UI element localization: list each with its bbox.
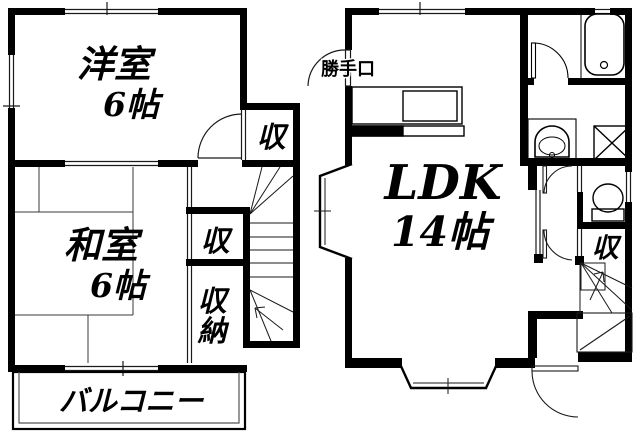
room-washitsu-label: 和室 [64,223,144,267]
storage-label-line1: 収 [197,284,230,318]
bathtub [584,13,625,76]
bathroom-door [530,42,569,79]
toilet [591,183,625,222]
floor2-windows [3,2,247,376]
room-washitsu-size: 6帖 [90,266,151,305]
room-ldk-label: LDK [382,155,503,211]
entrance-storage [576,312,633,353]
fusuma-yoshitsu-washitsu [65,160,158,167]
closet-mid-label: 収 [200,224,233,258]
stairs-2f-arrow [254,306,284,331]
floor1-windows [379,2,632,256]
window-kitchen-top [379,2,465,15]
floor2-plan: 洋室 6帖 和室 6帖 収 収 収 納 バルコニー [3,2,300,431]
stairs-1f [579,262,633,314]
back-door [307,49,352,87]
window-toilet-right [625,172,632,202]
closet-1f-label: 収 [592,233,623,264]
balcony-railing [11,370,247,431]
entrance-door [531,365,579,418]
closet-mid-opening [186,214,193,259]
toilet-door-opening [576,166,583,192]
window-bathroom-top [595,8,610,15]
floor1-walls [345,8,632,368]
washroom-door [542,165,573,194]
washbasin [527,118,577,161]
tatami-grid [15,167,134,363]
kitchen-sink [402,90,458,122]
washroom [527,118,631,161]
closet-top-label: 収 [256,120,289,154]
storage-opening [186,266,193,363]
bathtub-drain [599,60,609,70]
window-yoshitsu-top [65,2,158,15]
stairs-1f-arrow [589,271,605,301]
hall-ldk-opening [535,190,541,254]
bathroom [530,13,625,79]
kitchen-counter [351,86,465,137]
washing-machine-pan [593,125,631,161]
yoshitsu-door [197,113,243,159]
washitsu-entry-opening [186,167,193,207]
balcony-sliding-door [65,361,158,376]
room-yoshitsu-label: 洋室 [77,42,157,86]
bay-window-bottom [398,363,499,394]
floor1-plan: 勝手口 LDK 14帖 収 [307,2,633,418]
storage-label-line2: 納 [196,314,229,348]
room-ldk-size: 14帖 [391,208,495,256]
balcony-label: バルコニー [59,384,204,418]
closet-top-opening [240,110,247,160]
back-door-label: 勝手口 [321,58,375,80]
ldk-door [542,229,573,261]
bay-window-left [314,162,353,261]
closet-1f-opening [576,229,583,256]
window-yoshitsu-left [3,55,20,108]
room-yoshitsu-size: 6帖 [103,85,164,124]
floor2-walls [8,8,300,372]
stairs-2f [249,166,294,342]
